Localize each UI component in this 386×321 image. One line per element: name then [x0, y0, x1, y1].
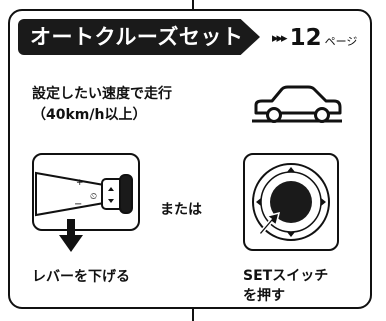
press-arrow-icon — [257, 211, 281, 237]
lever-illustration: + − ⏲ — [32, 153, 140, 231]
page-reference[interactable]: ▸▸▸ 12 ページ — [272, 24, 357, 52]
svg-text:+: + — [76, 178, 84, 188]
set-switch-caption: SETスイッチ を押す — [243, 266, 328, 306]
car-icon — [252, 85, 342, 123]
cruise-lever-icon: + − ⏲ — [35, 171, 133, 217]
set-switch-caption-line-2: を押す — [243, 288, 285, 304]
bottom-tick-mark — [192, 307, 194, 321]
set-switch-illustration — [243, 153, 339, 251]
svg-text:⏲: ⏲ — [90, 192, 97, 202]
cruise-set-card: オートクルーズセット ▸▸▸ 12 ページ 設定したい速度で走行 （40km/h… — [8, 9, 372, 309]
lever-caption: レバーを下げる — [32, 269, 130, 285]
instruction-line-2: （40km/h以上） — [32, 107, 147, 123]
set-switch-icon — [252, 163, 330, 241]
instruction-text: 設定したい速度で走行 （40km/h以上） — [32, 84, 172, 126]
page-ref-arrows: ▸▸▸ — [272, 30, 288, 46]
page-ref-number: 12 — [289, 25, 322, 51]
instruction-line-1: 設定したい速度で走行 — [32, 86, 172, 102]
set-switch-caption-line-1: SETスイッチ — [243, 268, 329, 284]
section-title: オートクルーズセット — [18, 19, 260, 55]
svg-text:−: − — [74, 199, 82, 210]
down-arrow-icon — [59, 219, 83, 252]
or-label: または — [160, 202, 202, 218]
page-ref-unit: ページ — [324, 34, 358, 48]
top-tick-mark — [192, 0, 194, 12]
